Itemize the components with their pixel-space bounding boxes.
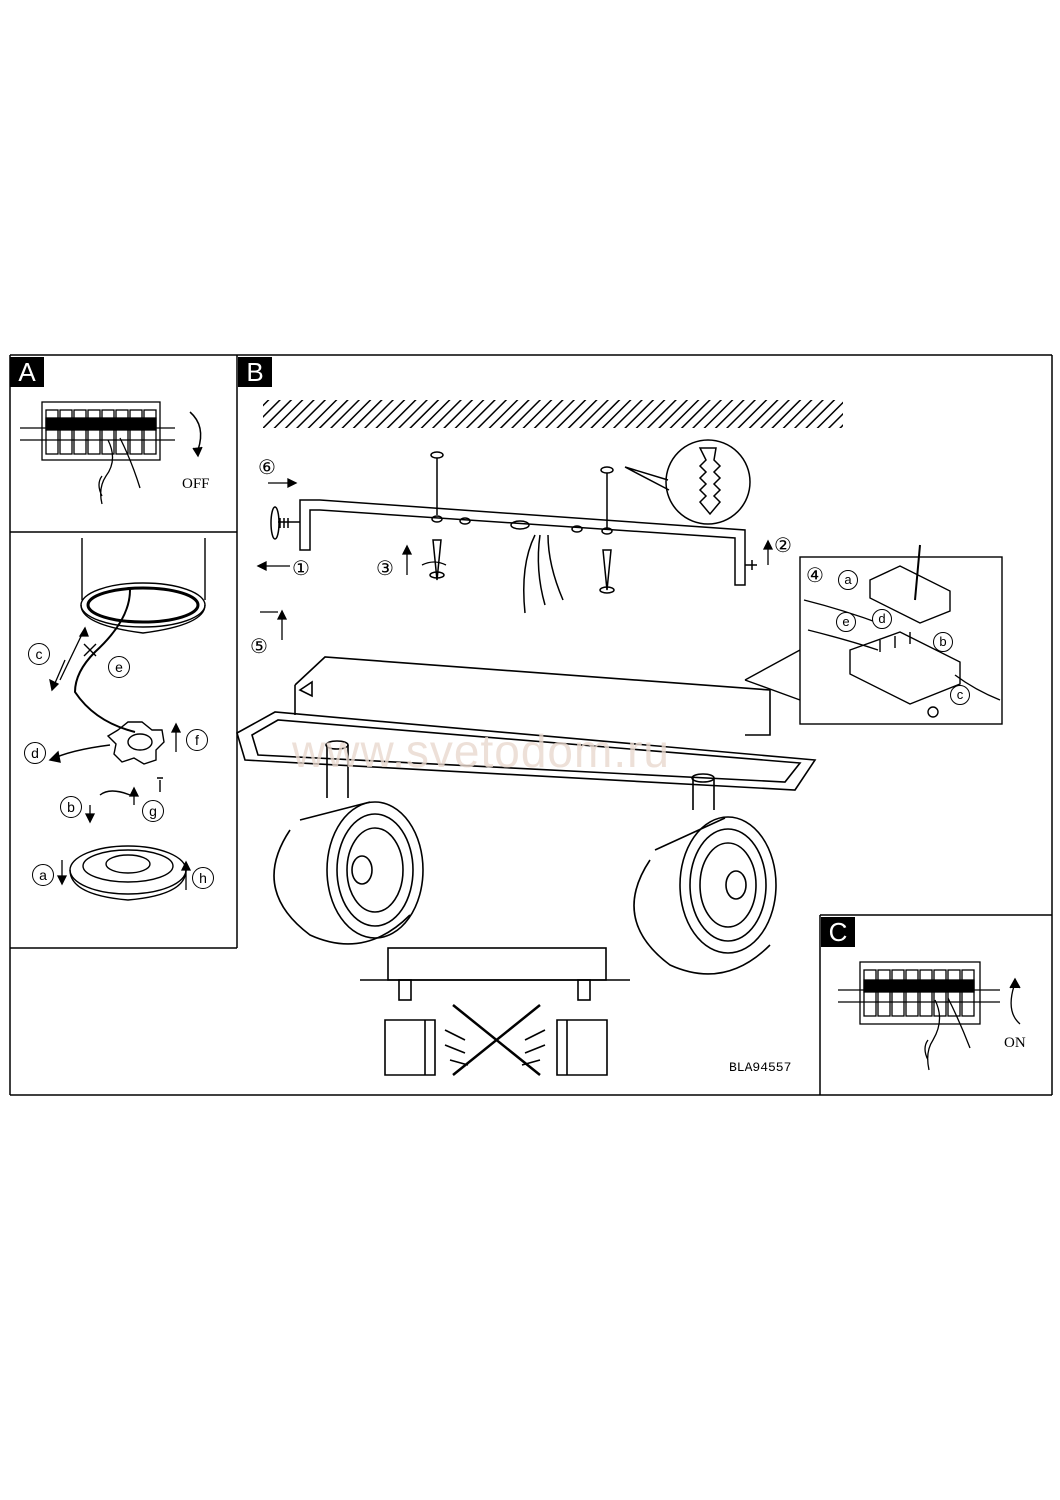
breaker-on-drawing: [838, 961, 1021, 1071]
wiring-substep-d-label: d: [872, 609, 892, 629]
step-4-label: ④: [806, 565, 824, 587]
breaker-off-drawing: [20, 401, 203, 505]
substep-e-label: e: [108, 656, 130, 678]
ceiling-hatch: [263, 400, 843, 428]
wiring-substep-a-label: a: [838, 570, 858, 590]
step-1-label: ①: [292, 558, 310, 580]
spotlight-fixture: [236, 656, 817, 975]
wiring-detail: [744, 544, 1003, 725]
panel-a-tag: A: [10, 357, 44, 387]
spot-head-disassembly: [48, 538, 206, 901]
wiring-substep-b-label: b: [933, 632, 953, 652]
watermark-text: www.svetodom.ru: [292, 725, 671, 777]
wiring-substep-e-label: e: [836, 612, 856, 632]
step-5-label: ⑤: [250, 636, 268, 658]
product-code: BLA94557: [729, 1060, 792, 1075]
panel-c-tag: C: [821, 917, 855, 947]
substep-g-label: g: [142, 800, 164, 822]
substep-h-label: h: [192, 867, 214, 889]
step-6-label: ⑥: [258, 457, 276, 479]
wrong-orientation-sketch: [360, 947, 630, 1076]
mounting-bracket: [270, 451, 757, 614]
panel-b-tag: B: [238, 357, 272, 387]
substep-f-label: f: [186, 729, 208, 751]
wall-plug-detail: [624, 439, 751, 525]
substep-b-label: b: [60, 796, 82, 818]
substep-a-label: a: [32, 864, 54, 886]
frame: [9, 354, 1053, 1096]
step-2-label: ②: [774, 535, 792, 557]
substep-c-label: c: [28, 643, 50, 665]
switch-on-label: ON: [1004, 1035, 1026, 1051]
substep-d-label: d: [24, 742, 46, 764]
step-3-label: ③: [376, 558, 394, 580]
wiring-substep-c-label: c: [950, 685, 970, 705]
switch-off-label: OFF: [182, 476, 210, 492]
